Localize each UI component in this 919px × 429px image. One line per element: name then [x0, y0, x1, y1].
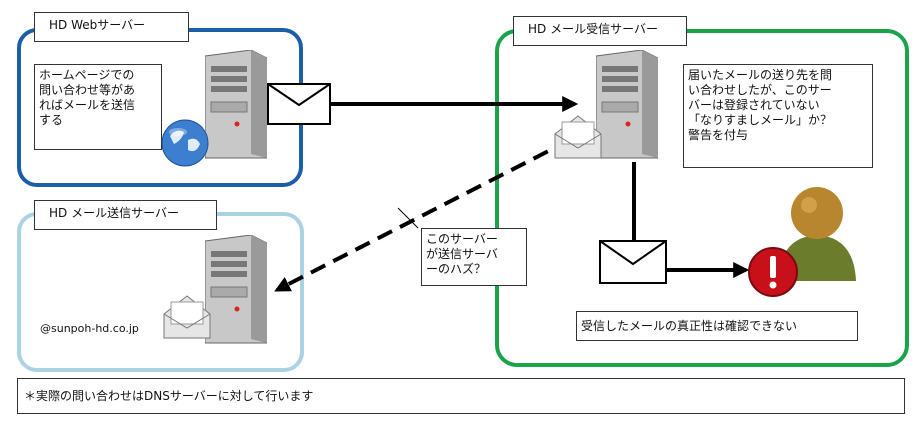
open-envelope-icon — [554, 115, 602, 159]
server-icon — [596, 50, 658, 159]
server-icon — [205, 50, 267, 159]
envelope-icon — [267, 83, 331, 125]
receive-server-note: 届いたメールの送り先を問 い合わせしたが、このサー バーは登録されていない 「な… — [683, 64, 873, 168]
footer-note: ＊実際の問い合わせはDNSサーバーに対して行います — [17, 378, 905, 414]
warning-icon — [748, 247, 798, 297]
web-server-title: HD Webサーバー — [34, 12, 189, 42]
result-note: 受信したメールの真正性は確認できない — [576, 311, 858, 341]
callout-pointer — [397, 207, 419, 229]
open-envelope-icon — [163, 295, 211, 339]
server-icon — [205, 235, 267, 344]
globe-icon — [161, 119, 209, 167]
lookup-dashed-arrow — [274, 138, 571, 292]
send-server-title: HD メール送信サーバー — [34, 200, 217, 230]
receive-server-title: HD メール受信サーバー — [513, 16, 687, 46]
lookup-callout: このサーバー が送信サーバ ーのハズ？ — [421, 228, 527, 286]
envelope-icon — [599, 240, 667, 284]
sender-address: @sunpoh-hd.co.jp — [40, 322, 139, 335]
web-server-note: ホームページでの 問い合わせ等があ ればメールを送信 する — [34, 64, 162, 150]
